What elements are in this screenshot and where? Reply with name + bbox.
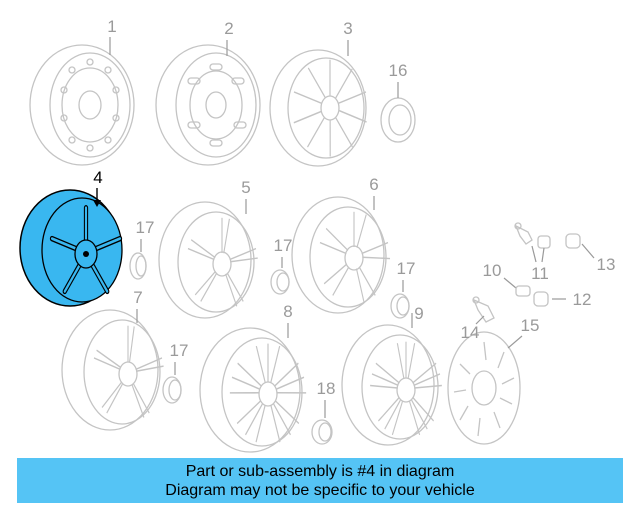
- leader-14: [475, 315, 485, 325]
- callout-17-d: 17: [170, 341, 189, 360]
- part-12-cap[interactable]: [533, 291, 549, 307]
- wheel-4-highlighted[interactable]: [19, 189, 122, 307]
- callout-17-c: 17: [397, 259, 416, 278]
- part-17-cap-d[interactable]: [162, 376, 182, 404]
- part-14-valve-stem[interactable]: [472, 296, 495, 323]
- callout-8: 8: [283, 302, 292, 321]
- wheel-1-steel[interactable]: [29, 44, 135, 166]
- callout-17-a: 17: [136, 218, 155, 237]
- part-18-cap[interactable]: [311, 419, 333, 445]
- leader-11-b: [541, 247, 545, 263]
- callout-13: 13: [597, 255, 616, 274]
- part-11-valve-upper[interactable]: [514, 222, 533, 245]
- banner-line-part: Part or sub-assembly is #4 in diagram: [185, 462, 455, 480]
- callout-16: 16: [389, 61, 408, 80]
- part-17-cap-c[interactable]: [390, 293, 410, 319]
- part-15-wheel-cover[interactable]: [447, 331, 521, 445]
- part-16-center-cap[interactable]: [380, 97, 416, 143]
- callout-11: 11: [531, 264, 549, 283]
- callout-10: 10: [483, 261, 502, 280]
- callout-14: 14: [461, 323, 480, 342]
- wheel-2-steel[interactable]: [155, 44, 261, 166]
- callout-17-b: 17: [274, 236, 293, 255]
- callout-3: 3: [343, 19, 352, 38]
- wheel-8-alloy[interactable]: [199, 327, 315, 453]
- callout-4: 4: [93, 168, 102, 187]
- part-13-cap[interactable]: [565, 233, 581, 249]
- part-17-cap-a[interactable]: [129, 252, 147, 280]
- callout-18: 18: [317, 379, 336, 398]
- callout-5: 5: [241, 178, 250, 197]
- callout-12: 12: [573, 290, 592, 309]
- part-10-valve-core[interactable]: [515, 285, 531, 297]
- wheel-3-alloy[interactable]: [269, 41, 383, 168]
- callout-2: 2: [224, 19, 233, 38]
- callout-9: 9: [414, 304, 423, 323]
- leader-4-arrowhead: [93, 200, 101, 207]
- leader-10: [503, 277, 517, 289]
- wheel-7-alloy[interactable]: [61, 309, 169, 431]
- callout-6: 6: [369, 175, 378, 194]
- wheel-9-alloy[interactable]: [341, 324, 449, 446]
- part-17-cap-b[interactable]: [270, 269, 290, 295]
- wheel-6-alloy[interactable]: [291, 196, 399, 314]
- callout-15: 15: [521, 316, 540, 335]
- leader-15: [507, 335, 523, 349]
- callout-7: 7: [133, 288, 142, 307]
- banner-line-disclaimer: Diagram may not be specific to your vehi…: [165, 481, 475, 499]
- diagram-notice-banner: Part or sub-assembly is #4 in diagram Di…: [17, 458, 623, 503]
- leader-11-a: [531, 245, 537, 263]
- part-11-valve-nut[interactable]: [537, 235, 551, 249]
- leader-13: [581, 243, 595, 259]
- wheel-5-alloy[interactable]: [158, 201, 264, 319]
- callout-1: 1: [107, 17, 116, 36]
